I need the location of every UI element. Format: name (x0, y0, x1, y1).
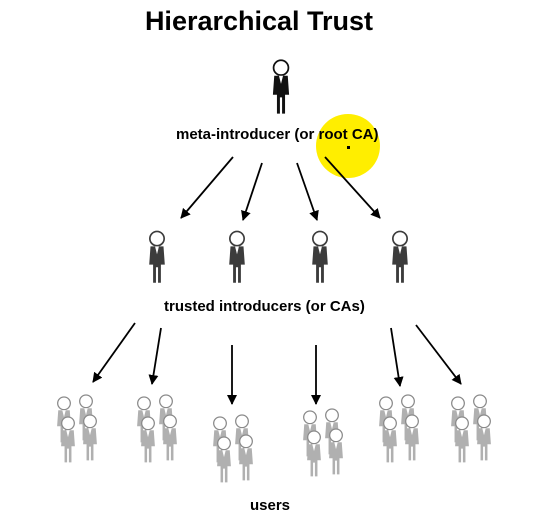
user-group-4 (302, 408, 344, 478)
users-label: users (250, 497, 291, 514)
root-label: meta-introducer (or root CA) (176, 126, 379, 143)
user-group-3 (212, 414, 254, 484)
user-person-icon (328, 428, 344, 476)
user-person-icon (238, 434, 254, 482)
arrow-mid-1 (92, 322, 136, 383)
user-person-icon (60, 416, 76, 464)
highlight-dot (347, 146, 350, 149)
user-person-icon (82, 414, 98, 462)
introducer-person-icon (311, 230, 329, 284)
user-group-2 (136, 394, 178, 464)
introducer-person-icon (228, 230, 246, 284)
introducer-person-icon (148, 230, 166, 284)
user-person-icon (306, 430, 322, 478)
user-group-6 (450, 394, 492, 464)
middle-label: trusted introducers (or CAs) (164, 298, 365, 315)
arrow-mid-5 (390, 327, 404, 387)
root-person-icon (272, 59, 290, 115)
user-person-icon (216, 436, 232, 484)
user-group-1 (56, 394, 98, 464)
page-title: Hierarchical Trust (144, 6, 374, 36)
user-group-5 (378, 394, 420, 464)
arrow-root-2 (241, 162, 263, 221)
arrow-mid-6 (415, 324, 462, 385)
user-person-icon (476, 414, 492, 462)
user-person-icon (140, 416, 156, 464)
arrow-root-4 (324, 156, 381, 219)
user-person-icon (454, 416, 470, 464)
user-person-icon (162, 414, 178, 462)
arrow-mid-2 (148, 327, 162, 385)
user-person-icon (382, 416, 398, 464)
introducer-person-icon (391, 230, 409, 284)
arrow-root-1 (180, 156, 234, 219)
arrow-root-3 (296, 162, 319, 221)
user-person-icon (404, 414, 420, 462)
